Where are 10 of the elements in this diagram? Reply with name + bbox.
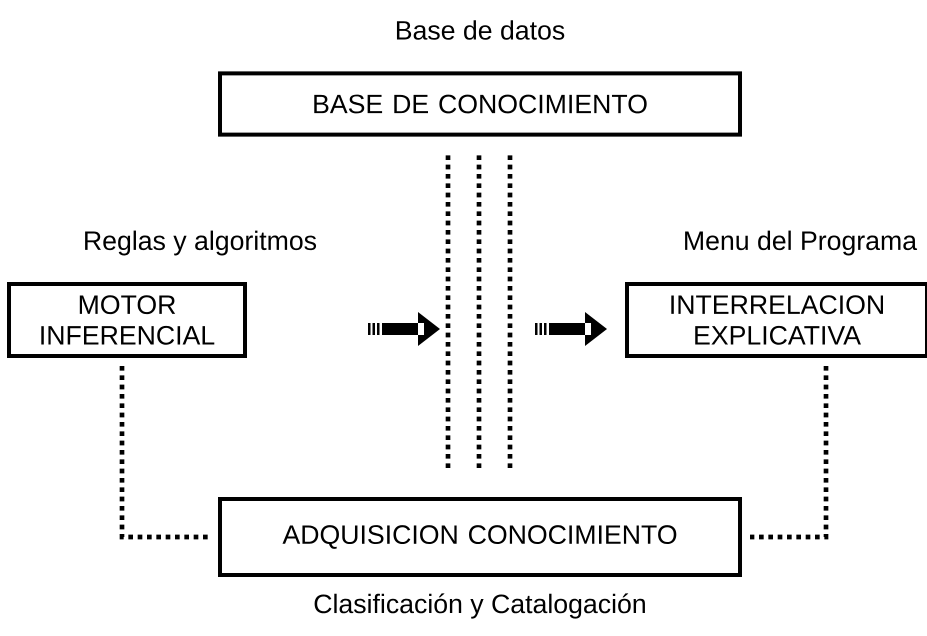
heading-label: Reglas y algoritmos xyxy=(85,230,316,256)
process-box: ADQUISICION CONOCIMIENTO xyxy=(218,497,742,577)
heading-label: Clasificación y Catalogación xyxy=(314,593,645,619)
process-box: MOTOR INFERENCIAL xyxy=(7,282,247,358)
heading-label: Menu del Programa xyxy=(685,230,918,256)
dotted-line xyxy=(750,366,828,540)
process-box: BASE DE CONOCIMIENTO xyxy=(218,71,742,137)
process-box: INTERRELACION EXPLICATIVA xyxy=(625,282,927,358)
dotted-line xyxy=(120,366,210,540)
heading-label: Base de datos xyxy=(396,20,564,40)
